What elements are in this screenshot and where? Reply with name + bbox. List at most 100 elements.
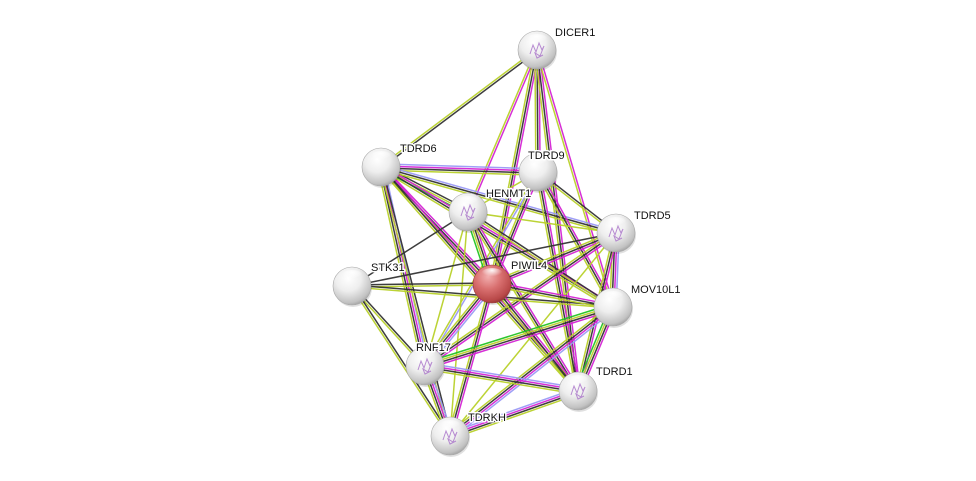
- node-stk31[interactable]: STK31: [332, 261, 406, 307]
- edge-line-experiments: [537, 49, 615, 307]
- edge-line-coexpression: [491, 49, 538, 285]
- node-label: RNF17: [416, 342, 451, 354]
- edge-line-databases: [383, 166, 429, 366]
- edge-line-experiments: [381, 166, 427, 366]
- edge-stk31-tdrkh[interactable]: [350, 285, 452, 437]
- node-label: TDRKH: [468, 412, 506, 424]
- edge-rnf17-tdrd1[interactable]: [424, 362, 579, 395]
- edge-dicer1-mov10l1[interactable]: [535, 49, 615, 308]
- edge-dicer1-henmt1[interactable]: [466, 49, 539, 213]
- edge-line-textmining: [467, 211, 617, 234]
- edge-henmt1-rnf17[interactable]: [424, 211, 469, 367]
- node-label: TDRD6: [400, 143, 437, 155]
- edge-tdrd5-stk31[interactable]: [351, 232, 617, 287]
- edge-tdrkh-tdrd1[interactable]: [448, 387, 580, 440]
- edge-line-coexpression: [380, 166, 617, 234]
- sphere-highlight: [527, 156, 549, 168]
- edge-line-textmining: [450, 393, 580, 440]
- edge-line-textmining: [467, 212, 613, 309]
- edge-line-databases: [451, 308, 616, 440]
- protein-structure-icon: [608, 224, 624, 242]
- node-label: DICER1: [555, 27, 595, 39]
- node-mov10l1[interactable]: MOV10L1: [593, 283, 682, 328]
- edge-line-experiments: [492, 281, 614, 306]
- edge-piwil4-tdrd1[interactable]: [489, 282, 581, 393]
- edge-line-experiments: [451, 284, 495, 437]
- node-dicer1[interactable]: DICER1: [517, 26, 597, 71]
- edge-line-coexpression: [468, 210, 614, 307]
- edge-henmt1-mov10l1[interactable]: [467, 210, 614, 309]
- edge-mov10l1-tdrkh[interactable]: [447, 303, 616, 440]
- node-tdrd6[interactable]: TDRD6: [361, 142, 438, 188]
- edge-piwil4-tdrkh[interactable]: [447, 283, 495, 437]
- edge-line-experiments: [493, 50, 540, 285]
- edge-henmt1-tdrkh[interactable]: [449, 211, 469, 437]
- edge-line-experiments: [381, 165, 495, 284]
- edge-line-textmining: [424, 305, 613, 366]
- edge-henmt1-tdrd5[interactable]: [467, 211, 617, 234]
- edge-line-experiments: [381, 165, 539, 172]
- node-label: HENMT1: [486, 188, 531, 200]
- node-tdrd5[interactable]: TDRD5: [596, 209, 672, 254]
- node-label: PIWIL4: [511, 260, 547, 272]
- edge-henmt1-stk31[interactable]: [351, 211, 469, 287]
- edge-tdrd6-tdrd5[interactable]: [380, 164, 617, 236]
- edge-line-textmining: [535, 50, 613, 308]
- edge-line-textmining: [447, 283, 491, 436]
- node-label: STK31: [371, 262, 405, 274]
- edge-line-coexpression: [491, 283, 579, 392]
- sphere-highlight: [341, 270, 363, 282]
- edge-tdrd6-piwil4[interactable]: [378, 165, 495, 286]
- node-label: TDRD1: [596, 366, 633, 378]
- edge-line-textmining: [447, 303, 612, 435]
- node-label: TDRD5: [634, 210, 671, 222]
- edge-line-textmining: [378, 167, 492, 286]
- edge-tdrd6-rnf17[interactable]: [377, 166, 429, 367]
- protein-structure-icon: [570, 382, 586, 400]
- edge-line-coexpression: [424, 232, 617, 367]
- edge-line-coexpression: [352, 285, 452, 436]
- edge-line-coexpression: [491, 171, 539, 285]
- edge-line-databases: [448, 387, 578, 434]
- node-tdrkh[interactable]: TDRKH: [430, 411, 507, 457]
- edge-line-textmining: [534, 50, 537, 173]
- node-tdrd9[interactable]: TDRD9: [518, 149, 566, 193]
- edge-line-coexpression: [450, 391, 579, 438]
- edge-line-experiments: [468, 50, 539, 213]
- edge-mov10l1-rnf17[interactable]: [423, 303, 615, 370]
- edge-line-textmining: [490, 230, 616, 283]
- edge-line-textmining: [380, 168, 616, 236]
- edge-line-databases: [381, 164, 617, 232]
- edge-line-neighborhood: [423, 303, 613, 364]
- protein-structure-icon: [417, 357, 433, 375]
- sphere-highlight: [370, 151, 392, 163]
- edge-line-coexpression: [424, 366, 578, 393]
- edge-line-experiments: [493, 282, 581, 391]
- edge-line-coexpression: [448, 305, 613, 436]
- node-rnf17[interactable]: RNF17: [405, 341, 452, 387]
- edge-line-textmining: [491, 285, 613, 310]
- node-piwil4[interactable]: PIWIL4: [472, 259, 549, 305]
- sphere-highlight: [567, 375, 589, 387]
- edge-tdrd9-tdrd1[interactable]: [535, 171, 581, 392]
- edge-dicer1-tdrd6[interactable]: [379, 48, 539, 169]
- edge-line-textmining: [449, 211, 469, 437]
- edge-line-databases: [425, 362, 579, 389]
- edge-line-textmining: [535, 172, 612, 309]
- node-henmt1[interactable]: HENMT1: [448, 187, 533, 233]
- edge-line-coexpression: [381, 166, 452, 436]
- node-label: MOV10L1: [631, 284, 681, 296]
- sphere-highlight: [526, 34, 548, 46]
- node-label: TDRD9: [528, 150, 565, 162]
- edge-line-coexpression: [536, 49, 579, 392]
- edge-tdrd6-tdrd9[interactable]: [380, 163, 539, 176]
- edge-piwil4-mov10l1[interactable]: [491, 281, 614, 310]
- edge-line-experiments: [425, 309, 615, 370]
- protein-structure-icon: [529, 41, 545, 59]
- edge-line-coexpression: [380, 166, 493, 285]
- edge-line-coexpression: [425, 307, 614, 368]
- edge-line-coexpression: [380, 167, 538, 174]
- edge-line-coexpression: [351, 211, 469, 287]
- node-tdrd1[interactable]: TDRD1: [558, 365, 634, 412]
